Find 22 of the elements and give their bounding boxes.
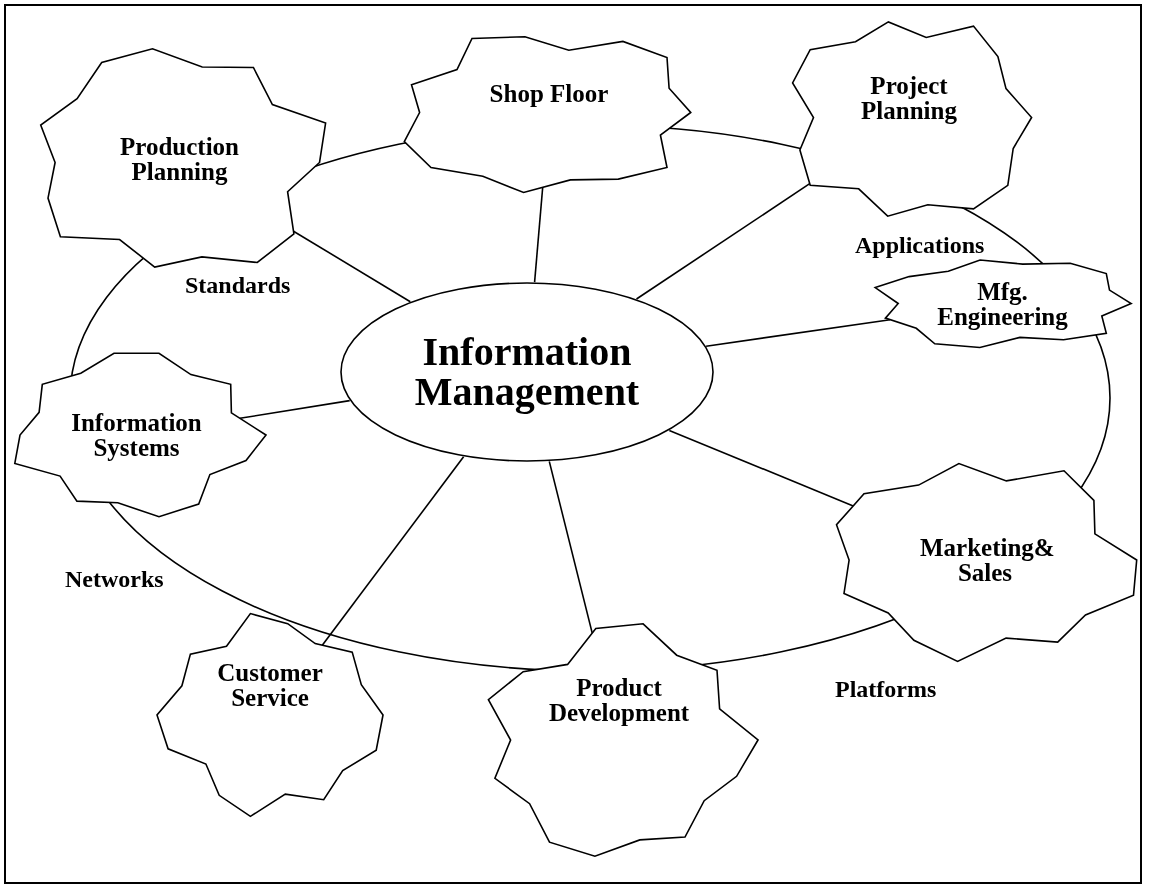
node-label: Information Systems: [70, 410, 203, 460]
connector-line: [292, 230, 412, 303]
connector-line: [548, 460, 593, 634]
ring-label: Networks: [65, 566, 164, 593]
connector-line: [635, 182, 811, 300]
node-label: Mfg. Engineering: [936, 278, 1069, 329]
connector-line: [239, 399, 351, 420]
node-label: Product Development: [547, 675, 691, 725]
node-label: Information Management: [413, 332, 641, 412]
connector-line: [668, 429, 854, 507]
ellipse-node: [340, 282, 714, 462]
connector-line: [705, 318, 891, 347]
ring-label: Standards: [185, 272, 291, 299]
node-label: Production Planning: [119, 133, 240, 184]
ring-label: Platforms: [835, 676, 937, 703]
node-label: Project Planning: [860, 72, 958, 123]
connector-line: [321, 455, 465, 647]
ring-label: Applications: [855, 232, 985, 259]
connector-line: [533, 186, 544, 283]
cloud-node: [155, 610, 385, 820]
node-label: Customer Service: [216, 660, 324, 710]
node-label: Shop Floor: [488, 80, 610, 105]
